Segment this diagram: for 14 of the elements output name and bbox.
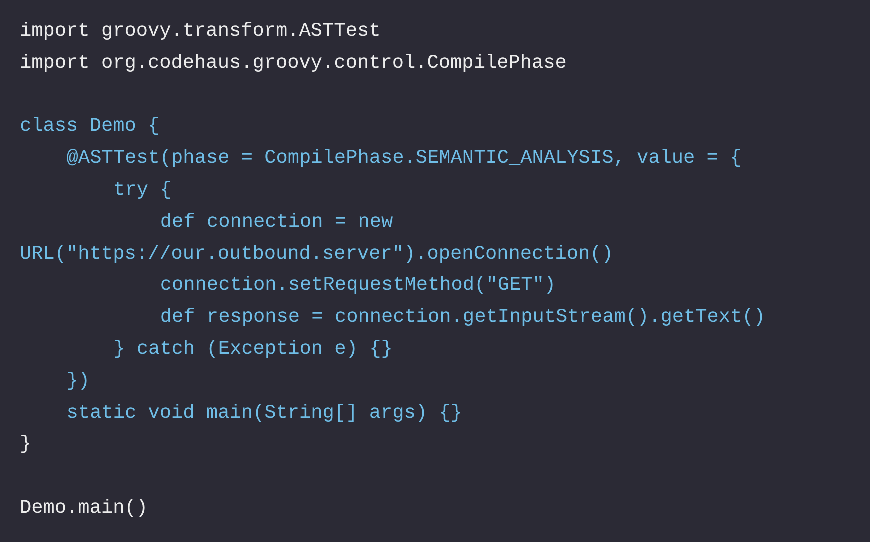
code-line: Demo.main() [20, 496, 148, 520]
code-line: class Demo { [20, 114, 160, 138]
code-line: import groovy.transform.ASTTest [20, 19, 381, 43]
code-line: static void main(String[] args) {} [66, 400, 462, 425]
code-line: @ASTTest(phase = CompilePhase.SEMANTIC_ANALYSIS, value = { [66, 146, 742, 170]
code-line: } [20, 432, 32, 456]
code-line: def response = connection.getInputStream().getText() [160, 305, 766, 330]
code-line: URL("https://our.outbound.server").openConnection() [20, 242, 614, 266]
code-line: import org.codehaus.groovy.control.CompilePhase [20, 50, 567, 75]
code-line: try { [114, 178, 172, 202]
code-line: def connection = new [160, 210, 394, 234]
code-line: connection.setRequestMethod("GET") [160, 273, 556, 298]
code-line: }) [66, 368, 90, 393]
code-line: } catch (Exception e) {} [114, 337, 393, 361]
